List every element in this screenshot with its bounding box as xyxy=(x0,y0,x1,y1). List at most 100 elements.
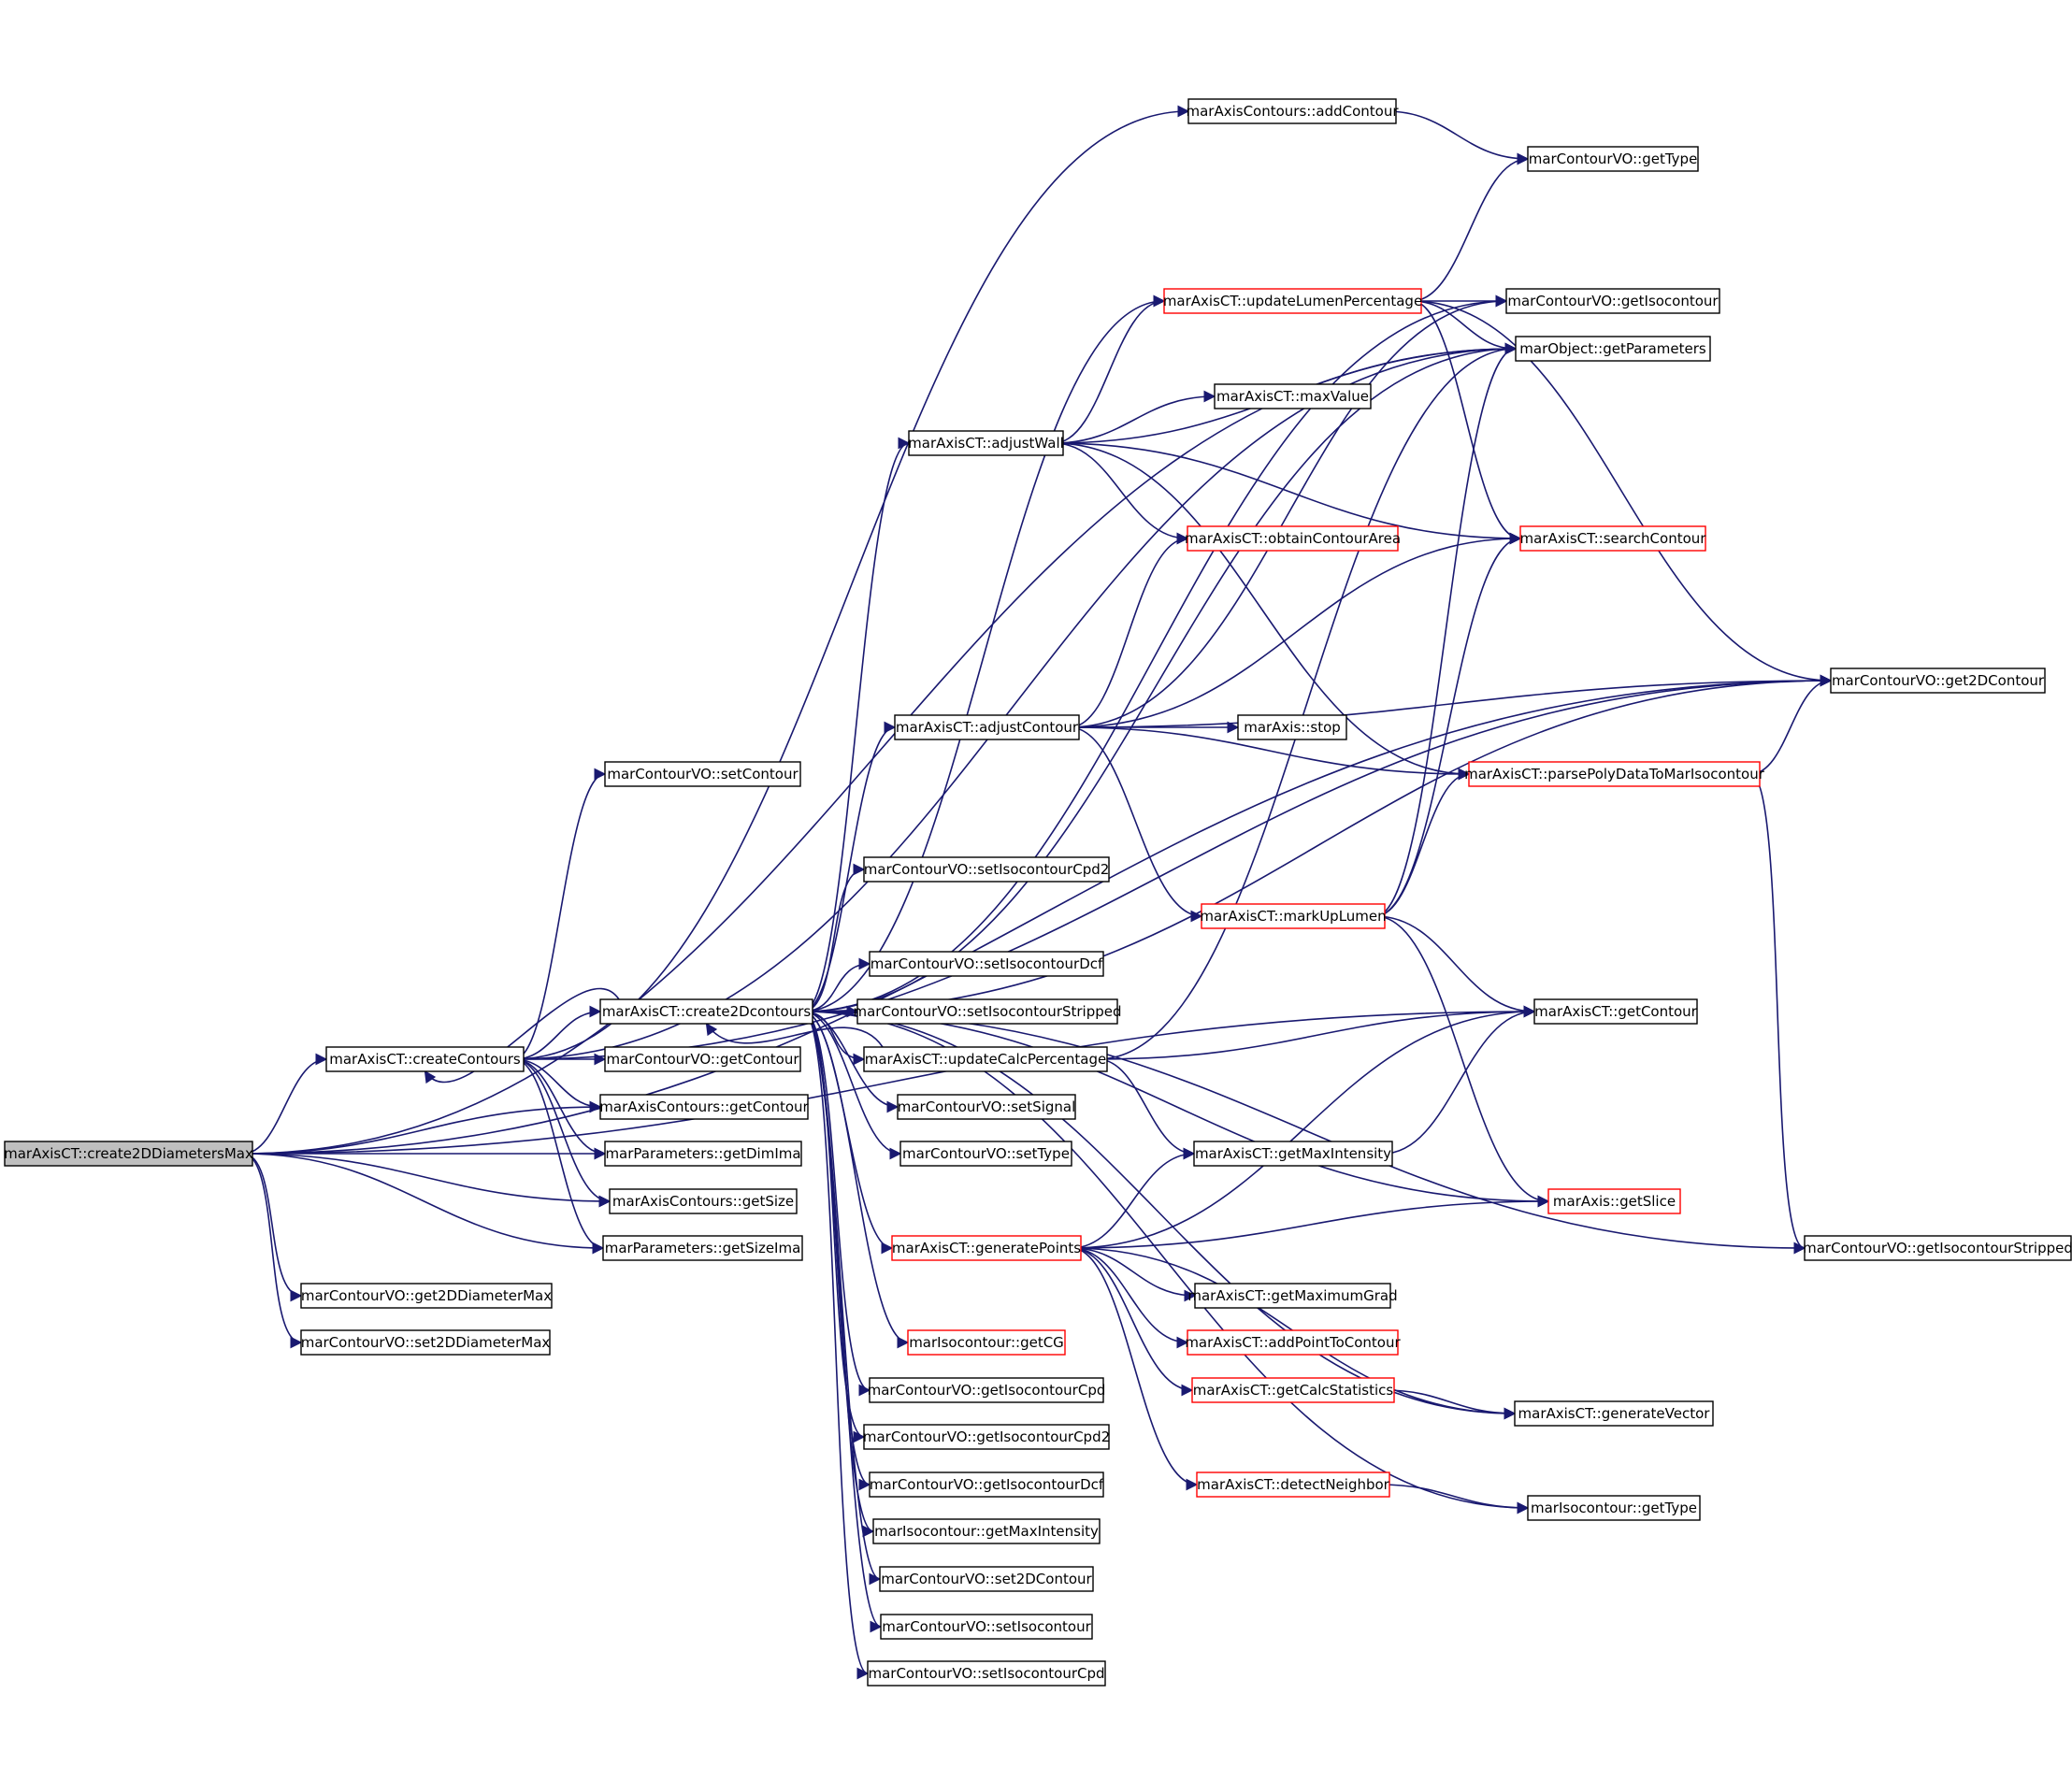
node-label: marAxisCT::adjustWall xyxy=(908,435,1064,452)
node-marobject-getparameters[interactable]: marObject::getParameters xyxy=(1515,336,1711,362)
node-maraxisct-obtaincontourarea[interactable]: marAxisCT::obtainContourArea xyxy=(1185,525,1401,552)
node-marcontourvo-getisocontour[interactable]: marContourVO::getIsocontour xyxy=(1505,288,1720,314)
node-maraxisct-searchcontour[interactable]: marAxisCT::searchContour xyxy=(1519,525,1707,552)
node-maraxiscontours-addcontour[interactable]: marAxisContours::addContour xyxy=(1186,98,1399,124)
node-label: marAxisCT::searchContour xyxy=(1520,530,1707,547)
node-marcontourvo-setisocontour[interactable]: marContourVO::setIsocontour xyxy=(880,1614,1093,1640)
edge-maraxisct-adjustcontour-to-maraxisct-parsepolydatatomarisocontour xyxy=(1069,726,1471,781)
node-marcontourvo-setisocontourstripped[interactable]: marContourVO::setIsocontourStripped xyxy=(853,998,1122,1025)
node-marcontourvo-setisocontourdcf[interactable]: marContourVO::setIsocontourDcf xyxy=(869,951,1104,977)
node-layer: marAxisCT::create2DDiametersMaxmarAxisCT… xyxy=(4,98,2072,1687)
node-label: marAxisCT::addPointToContour xyxy=(1185,1334,1401,1351)
node-maraxisct-maxvalue[interactable]: marAxisCT::maxValue xyxy=(1214,383,1372,409)
node-box xyxy=(869,951,1104,977)
node-marcontourvo-setsignal[interactable]: marContourVO::setSignal xyxy=(897,1094,1076,1120)
edge-maraxisct-adjustwall-to-maraxisct-obtaincontourarea xyxy=(1053,442,1189,545)
node-maraxiscontours-getsize[interactable]: marAxisContours::getSize xyxy=(609,1188,798,1214)
edge-maraxisct-adjustwall-to-maraxisct-updatelumenpercentage xyxy=(1053,294,1166,444)
node-box xyxy=(863,1046,1108,1072)
node-marcontourvo-setisocontourcpd2[interactable]: marContourVO::setIsocontourCpd2 xyxy=(863,856,1110,883)
node-maraxisct-updatecalcpercentage[interactable]: marAxisCT::updateCalcPercentage xyxy=(863,1046,1108,1072)
node-maraxisct-getcontour[interactable]: marAxisCT::getContour xyxy=(1533,998,1698,1025)
node-maraxisct-generatepoints[interactable]: marAxisCT::generatePoints xyxy=(891,1235,1082,1261)
node-label: marContourVO::setIsocontour xyxy=(882,1618,1091,1635)
edge-maraxisct-generatepoints-to-maraxisct-getmaximumgrad xyxy=(1071,1247,1197,1302)
edge-maraxisct-create2ddiametersmax-to-marcontourvo-get2ddiametermax xyxy=(242,1153,303,1302)
node-label: marAxisCT::generatePoints xyxy=(892,1240,1081,1256)
node-maraxisct-getcalcstatistics[interactable]: marAxisCT::getCalcStatistics xyxy=(1191,1377,1395,1403)
edge-maraxisct-adjustcontour-to-marcontourvo-getisocontour xyxy=(1069,294,1508,728)
node-marparameters-getsizeima[interactable]: marParameters::getSizeIma xyxy=(602,1235,803,1261)
node-box xyxy=(880,1614,1093,1640)
node-maraxisct-create2ddiametersmax[interactable]: marAxisCT::create2DDiametersMax xyxy=(4,1141,253,1167)
node-label: marAxisContours::getSize xyxy=(612,1193,794,1210)
node-marcontourvo-get2ddiametermax[interactable]: marContourVO::get2DDiameterMax xyxy=(300,1283,553,1309)
node-marcontourvo-gettype[interactable]: marContourVO::getType xyxy=(1527,146,1699,172)
node-marcontourvo-getisocontourcpd[interactable]: marContourVO::getIsocontourCpd xyxy=(868,1377,1106,1403)
node-maraxis-stop[interactable]: marAxis::stop xyxy=(1237,714,1347,740)
node-marcontourvo-getisocontourdcf[interactable]: marContourVO::getIsocontourDcf xyxy=(869,1471,1104,1498)
node-box xyxy=(300,1283,553,1309)
node-label: marContourVO::getContour xyxy=(606,1051,799,1068)
node-label: marAxis::getSlice xyxy=(1553,1193,1676,1210)
node-box xyxy=(1187,1329,1399,1356)
node-maraxisct-create2dcontours[interactable]: marAxisCT::create2Dcontours xyxy=(599,998,813,1025)
edge-maraxisct-adjustcontour-to-maraxisct-markuplumen xyxy=(1069,726,1203,923)
edge-maraxisct-create2ddiametersmax-to-marparameters-getsizeima xyxy=(242,1153,605,1255)
node-box xyxy=(899,1141,1072,1167)
node-marisocontour-getcg[interactable]: marIsocontour::getCG xyxy=(907,1329,1066,1356)
edge-maraxisct-createcontours-to-maraxisct-create2dcontours xyxy=(513,1005,602,1060)
node-maraxisct-markuplumen[interactable]: marAxisCT::markUpLumen xyxy=(1200,903,1387,929)
edge-maraxisct-generatepoints-to-maraxis-getslice xyxy=(1071,1195,1550,1249)
node-maraxisct-addpointtocontour[interactable]: marAxisCT::addPointToContour xyxy=(1185,1329,1402,1356)
node-marisocontour-gettype[interactable]: marIsocontour::getType xyxy=(1527,1495,1701,1521)
node-label: marAxisCT::updateLumenPercentage xyxy=(1163,293,1422,309)
node-maraxisct-updatelumenpercentage[interactable]: marAxisCT::updateLumenPercentage xyxy=(1163,288,1422,314)
node-marcontourvo-getisocontourcpd2[interactable]: marContourVO::getIsocontourCpd2 xyxy=(863,1424,1110,1450)
node-label: marContourVO::setContour xyxy=(607,766,799,782)
node-box xyxy=(599,1094,809,1120)
edge-maraxisct-markuplumen-to-maraxis-getslice xyxy=(1374,915,1550,1208)
node-maraxisct-parsepolydatatomarisocontour[interactable]: marAxisCT::parsePolyDataToMarIsocontour xyxy=(1464,761,1765,787)
node-label: marContourVO::setIsocontourCpd xyxy=(868,1665,1104,1682)
node-marcontourvo-get2dcontour[interactable]: marContourVO::get2DContour xyxy=(1830,668,2046,694)
node-box xyxy=(1830,668,2046,694)
node-maraxisct-adjustcontour[interactable]: marAxisCT::adjustContour xyxy=(894,714,1080,740)
node-marparameters-getdimima[interactable]: marParameters::getDimIma xyxy=(604,1141,802,1167)
node-maraxisct-generatevector[interactable]: marAxisCT::generateVector xyxy=(1514,1400,1714,1427)
node-label: marContourVO::setIsocontourStripped xyxy=(853,1003,1121,1020)
node-marcontourvo-settype[interactable]: marContourVO::setType xyxy=(899,1141,1072,1167)
node-maraxisct-getmaxintensity[interactable]: marAxisCT::getMaxIntensity xyxy=(1193,1141,1393,1167)
node-marcontourvo-set2dcontour[interactable]: marContourVO::set2DContour xyxy=(879,1566,1094,1592)
edge-maraxisct-create2ddiametersmax-to-maraxisct-getcontour xyxy=(242,1005,1536,1155)
node-maraxisct-createcontours[interactable]: marAxisCT::createContours xyxy=(325,1046,525,1072)
edge-maraxisct-updatelumenpercentage-to-marobject-getparameters xyxy=(1411,300,1518,355)
node-box xyxy=(300,1329,551,1356)
edge-maraxisct-generatepoints-to-maraxisct-getcalcstatistics xyxy=(1071,1247,1194,1397)
node-box xyxy=(1187,525,1399,552)
node-label: marParameters::getSizeIma xyxy=(605,1240,801,1256)
node-label: marContourVO::setType xyxy=(902,1145,1070,1162)
node-box xyxy=(869,1377,1104,1403)
edge-maraxisct-updatecalcpercentage-to-maraxisct-getcontour xyxy=(1097,1005,1536,1060)
edge-maraxiscontours-addcontour-to-marcontourvo-gettype xyxy=(1386,110,1530,165)
node-marisocontour-getmaxintensity[interactable]: marIsocontour::getMaxIntensity xyxy=(872,1518,1101,1544)
node-label: marContourVO::getIsocontourCpd2 xyxy=(863,1428,1110,1445)
edge-maraxisct-createcontours-to-maraxiscontours-getcontour xyxy=(513,1058,602,1113)
node-marcontourvo-getcontour[interactable]: marContourVO::getContour xyxy=(604,1046,801,1072)
edge-maraxisct-createcontours-to-maraxiscontours-addcontour xyxy=(513,105,1190,1060)
node-label: marAxisCT::getContour xyxy=(1534,1003,1698,1020)
node-marcontourvo-setcontour[interactable]: marContourVO::setContour xyxy=(604,761,801,787)
node-marcontourvo-setisocontourcpd[interactable]: marContourVO::setIsocontourCpd xyxy=(867,1660,1106,1687)
node-maraxisct-detectneighbor[interactable]: marAxisCT::detectNeighbor xyxy=(1196,1471,1390,1498)
node-marcontourvo-set2ddiametermax[interactable]: marContourVO::set2DDiameterMax xyxy=(300,1329,551,1356)
edge-maraxisct-create2dcontours-to-marcontourvo-get2dcontour xyxy=(802,674,1833,1012)
node-box xyxy=(604,1141,802,1167)
node-maraxiscontours-getcontour[interactable]: marAxisContours::getContour xyxy=(599,1094,810,1120)
node-maraxis-getslice[interactable]: marAxis::getSlice xyxy=(1547,1188,1681,1214)
node-maraxisct-getmaximumgrad[interactable]: marAxisCT::getMaximumGrad xyxy=(1187,1283,1398,1309)
node-maraxisct-adjustwall[interactable]: marAxisCT::adjustWall xyxy=(908,430,1064,456)
node-marcontourvo-getisocontourstripped[interactable]: marContourVO::getIsocontourStripped xyxy=(1803,1235,2072,1261)
node-label: marAxisCT::obtainContourArea xyxy=(1185,530,1401,547)
node-label: marContourVO::setSignal xyxy=(898,1098,1076,1115)
